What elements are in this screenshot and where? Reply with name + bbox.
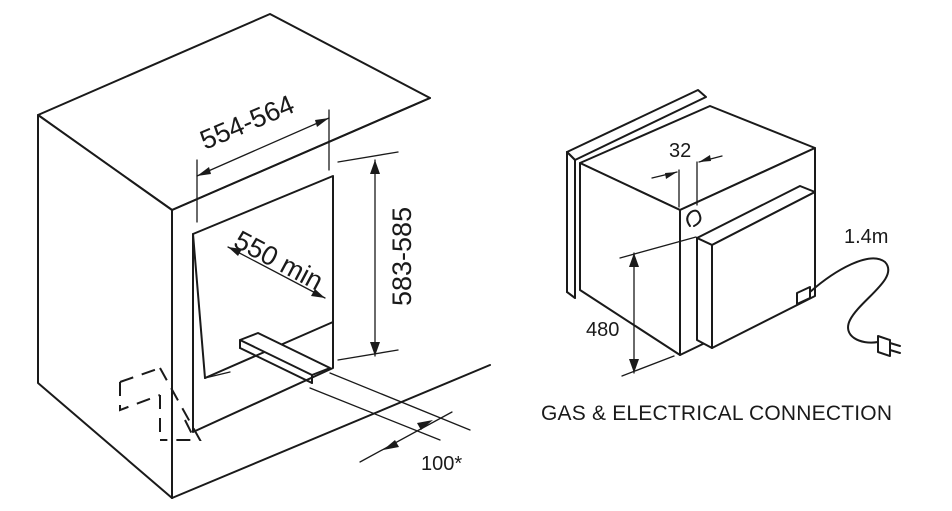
cable-length-label: 1.4m <box>844 226 888 248</box>
power-cable <box>809 257 890 344</box>
rear-box-side <box>696 237 713 349</box>
appliance-connection-drawing: 32 480 1.4m GAS & ELECTRICAL CONNECTION <box>541 89 901 425</box>
plug-icon <box>877 335 901 357</box>
diagram-caption: GAS & ELECTRICAL CONNECTION <box>541 402 892 425</box>
front-trim-side <box>566 151 576 299</box>
niche-opening <box>192 175 334 433</box>
power-socket <box>796 286 811 305</box>
bottom-dimension-line <box>359 411 453 463</box>
gas-connector-icon <box>686 209 702 227</box>
width-dimension-line <box>196 117 330 177</box>
depth-dimension-line <box>227 246 326 299</box>
height-480-dimension-label: 480 <box>586 319 619 341</box>
height-dimension-label: 583-585 <box>387 207 417 306</box>
niche-shelf <box>239 332 331 376</box>
bottom-dimension-label: 100* <box>421 453 462 475</box>
offset-dimension-label: 32 <box>669 140 691 162</box>
cabinet-niche-drawing: 554-564 550 min 583-585 100* <box>37 13 491 499</box>
rear-box-face <box>711 191 816 349</box>
